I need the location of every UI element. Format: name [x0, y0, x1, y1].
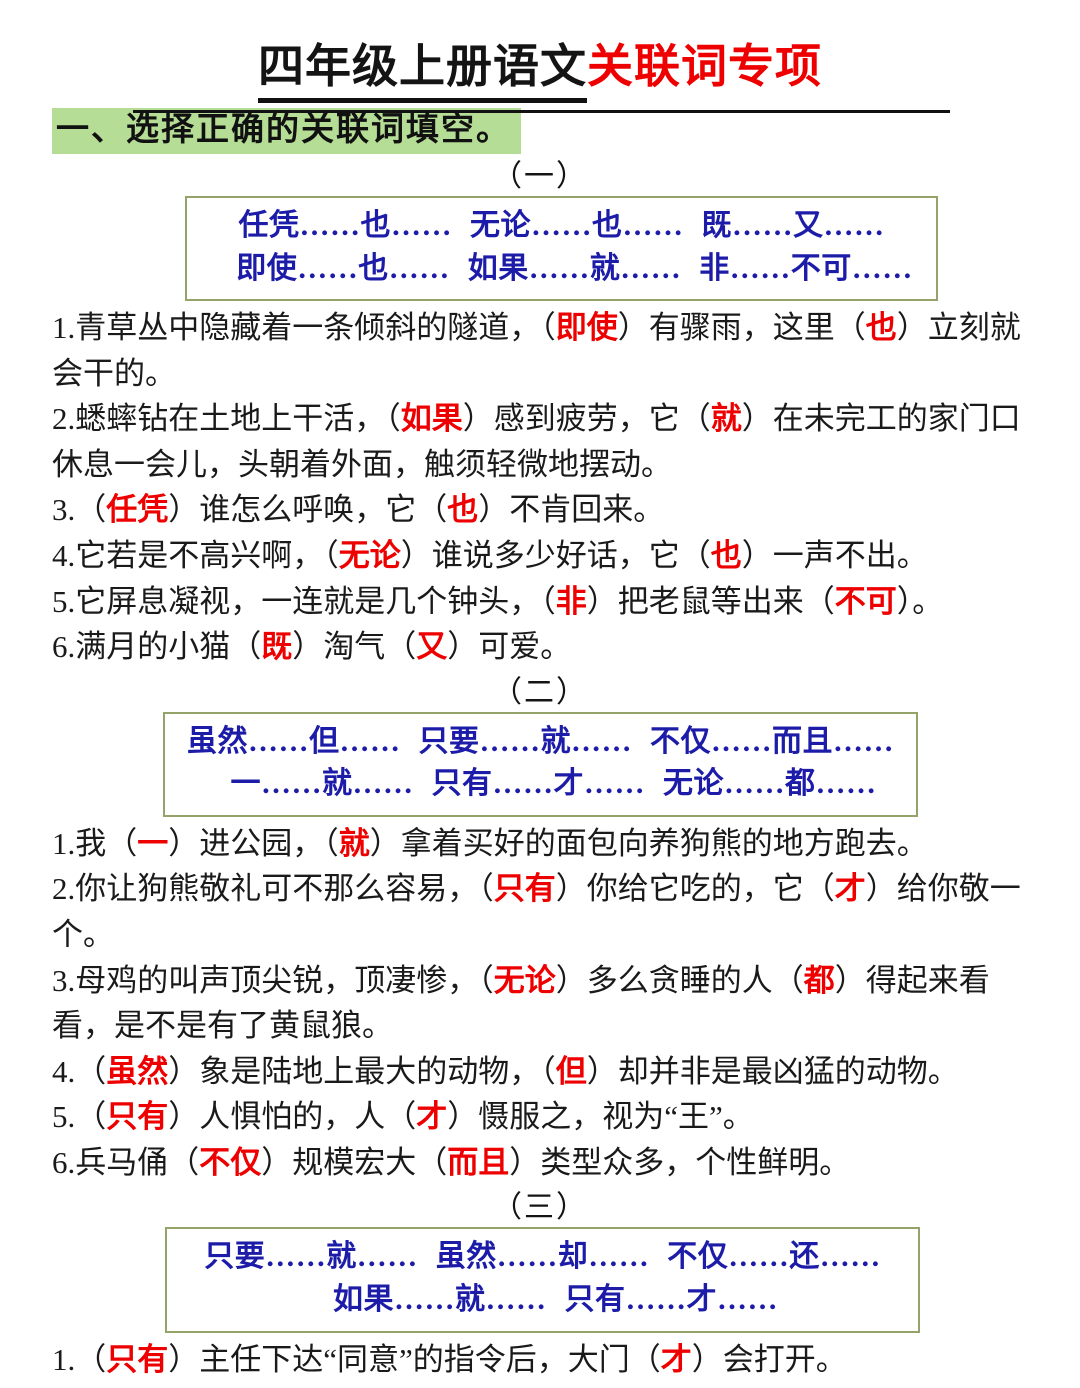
- connective-pair: 不仅……而且……: [650, 724, 894, 758]
- question-line: 5.它屏息凝视，一连就是几个钟头，（非）把老鼠等出来（不可）。: [52, 583, 944, 619]
- question-line: 5.（只有）人惧怕的，人（才）慑服之，视为“王”。: [52, 1099, 754, 1135]
- page-title: 四年级上册语文关联词专项: [0, 0, 1080, 103]
- question-line: 3.（任凭）谁怎么呼唤，它（也）不肯回来。: [52, 492, 665, 528]
- word-bank-line: 虽然……但…… 只要……就…… 不仅……而且……: [171, 721, 910, 764]
- connective-pair: 非……不可……: [699, 251, 913, 285]
- connective-pair: 一……就……: [230, 767, 414, 801]
- connective-pair: 不仅……还……: [667, 1240, 881, 1274]
- question-line: 6.满月的小猫（既）淘气（又）可爱。: [52, 629, 572, 665]
- connective-pair: 如果……就……: [333, 1282, 547, 1316]
- page-title-black: 四年级上册语文: [258, 41, 587, 103]
- connective-pair: 只要……就……: [418, 724, 632, 758]
- question-line: 2.蟋蟀钻在土地上干活，（如果）感到疲劳，它（就）在未完工的家门口休息一会儿，头…: [52, 401, 1021, 482]
- page-title-red: 关联词专项: [587, 41, 822, 92]
- connective-pair: 虽然……却……: [435, 1240, 650, 1274]
- question-line: 6.兵马俑（不仅）规模宏大（而且）类型众多，个性鲜明。: [52, 1144, 851, 1180]
- question-line: 2.你让狗熊敬礼可不那么容易，（只有）你给它吃的，它（才）给你敬一个。: [52, 871, 1021, 952]
- connective-pair: 即使……也……: [236, 251, 450, 285]
- question-line: 4.（虽然）象是陆地上最大的动物，（但）却并非是最凶猛的动物。: [52, 1053, 959, 1089]
- connective-pair: 只要……就……: [204, 1240, 418, 1274]
- word-bank-line: 一……就…… 只有……才…… 无论……都……: [171, 763, 910, 806]
- group-label: （三）: [492, 1191, 588, 1225]
- group-label: （二）: [492, 675, 588, 709]
- connective-pair: 无论……都……: [663, 767, 877, 801]
- word-bank-line: 只要……就…… 虽然……却…… 不仅……还……: [173, 1236, 912, 1279]
- word-bank-box: 虽然……但…… 只要……就…… 不仅……而且…… 一……就…… 只有……才…… 无论……都…: [163, 711, 918, 817]
- groups-container: （一） 任凭……也…… 无论……也…… 既……又…… 即使……也…… 如果……就…… 非………: [0, 160, 1080, 1382]
- section-heading-wrap: 一、选择正确的关联词填空。: [0, 90, 1080, 154]
- connective-pair: 只有……才……: [431, 767, 645, 801]
- question-line: 1.青草丛中隐藏着一条倾斜的隧道，（即使）有骤雨，这里（也）立刻就会干的。: [52, 310, 1021, 391]
- question-line: 3.母鸡的叫声顶尖锐，顶凄惨，（无论）多么贪睡的人（都）得起来看看，是不是有了黄…: [52, 962, 990, 1044]
- question-line: 1.（只有）主任下达“同意”的指令后，大门（才）会打开。: [52, 1341, 847, 1377]
- question-line: 1.我（一）进公园，（就）拿着买好的面包向养狗熊的地方跑去。: [52, 825, 928, 861]
- group-label: （一）: [492, 159, 588, 193]
- connective-pair: 任凭……也……: [238, 208, 452, 242]
- word-bank-box: 只要……就…… 虽然……却…… 不仅……还…… 如果……就…… 只有……才……: [165, 1227, 920, 1333]
- connective-pair: 既……又……: [701, 208, 885, 242]
- connective-pair: 只有……才……: [564, 1282, 778, 1316]
- section-heading-one: 一、选择正确的关联词填空。: [52, 108, 521, 154]
- word-bank-line: 即使……也…… 如果……就…… 非……不可……: [193, 248, 930, 291]
- connective-pair: 如果……就……: [467, 251, 682, 285]
- connective-pair: 无论……也……: [470, 208, 684, 242]
- connective-pair: 虽然……但……: [187, 724, 401, 758]
- word-bank-box: 任凭……也…… 无论……也…… 既……又…… 即使……也…… 如果……就…… 非……不可……: [185, 195, 938, 302]
- word-bank-line: 如果……就…… 只有……才……: [173, 1279, 912, 1322]
- question-line: 4.它若是不高兴啊，（无论）谁说多少好话，它（也）一声不出。: [52, 537, 928, 573]
- word-bank-line: 任凭……也…… 无论……也…… 既……又……: [193, 205, 930, 248]
- title-divider-rule: [133, 110, 950, 113]
